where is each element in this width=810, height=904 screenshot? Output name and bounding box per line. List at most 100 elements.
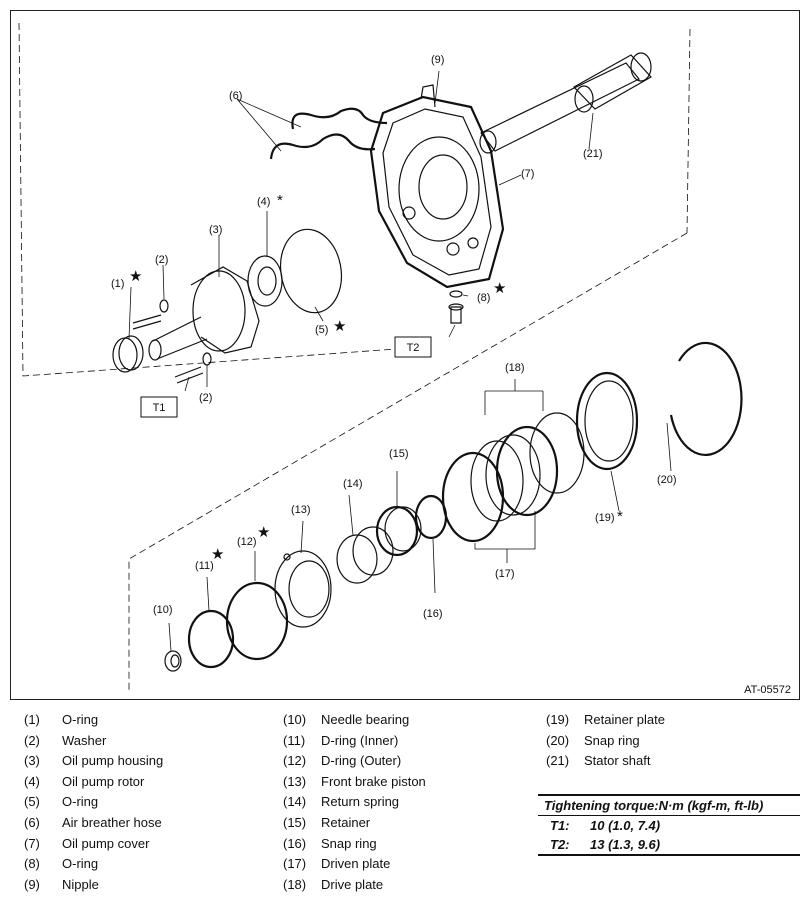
legend-item-name: Front brake piston [321, 773, 426, 789]
svg-text:T2: T2 [407, 342, 420, 354]
legend-item: (16) Snap ring [283, 836, 426, 857]
legend-item: (14)Return spring [283, 794, 426, 815]
stator-shaft [479, 52, 652, 154]
legend-item-number: (15) [283, 814, 307, 830]
callout-6: (6) [229, 90, 242, 102]
svg-text:T1: T1 [153, 402, 166, 414]
torque-table-title: Tightening torque:N·m (kgf-m, ft-lb) [538, 794, 800, 816]
front-brake-piston [274, 550, 332, 628]
return-spring [336, 526, 394, 584]
legend-item-name: Retainer plate [584, 712, 665, 727]
callout-7: (7) [521, 168, 534, 180]
callout-2-upper: (2) [155, 254, 168, 266]
legend-item: (2)Washer [24, 733, 163, 754]
legend-item-number: (13) [283, 773, 307, 789]
bolt-t2 [448, 303, 464, 324]
legend-item-number: (5) [24, 794, 40, 810]
exploded-view-figure: T1 T2 (6) (9) (21) (7) (4) * (3) (2) (1)… [10, 10, 800, 700]
legend-column-2: (10) Needle bearing (11)D-ring (Inner)(12)… [283, 712, 426, 897]
retainer-plate [575, 371, 639, 471]
asterisk-mark-4: * [277, 192, 283, 209]
callout-20: (20) [657, 474, 677, 486]
legend-item-number: (2) [24, 732, 40, 748]
bolt-t1 [132, 314, 204, 384]
legend-item-name: Oil pump cover [62, 835, 150, 851]
legend-item-name: O-ring [62, 856, 99, 872]
legend-item-number: (8) [24, 856, 40, 872]
legend-item-name: D-ring (Outer) [321, 753, 402, 769]
callout-18: (18) [505, 362, 525, 374]
assembly-outline [18, 22, 691, 691]
callout-21: (21) [583, 148, 603, 160]
callout-4: (4) [257, 196, 270, 208]
legend-item: (9)Nipple [24, 877, 163, 898]
callout-16: (16) [423, 608, 443, 620]
legend-item-name: Nipple [62, 876, 99, 892]
legend-item-number: (10) [283, 712, 307, 727]
legend-item-number: (3) [24, 753, 40, 769]
washer-upper [159, 299, 169, 313]
legend-item-number: (18) [283, 876, 307, 892]
o-ring-5 [279, 228, 343, 314]
legend-item-number: (19) [546, 712, 570, 727]
legend-item-number: (16) [283, 835, 307, 851]
legend-item-number: (12) [283, 753, 307, 769]
torque-row-t2: T2: 13 (1.3, 9.6) [538, 835, 800, 856]
callout-8: (8) [477, 292, 490, 304]
legend-item: (4)Oil pump rotor [24, 774, 163, 795]
legend-item-name: Oil pump housing [62, 753, 164, 769]
callout-9: (9) [431, 54, 444, 66]
o-ring-8 [449, 290, 463, 298]
star-mark-11: ★ [211, 546, 224, 563]
legend-item: (6)Air breather hose [24, 815, 163, 836]
legend-item-name: Air breather hose [62, 814, 162, 830]
callout-12: (12) [237, 536, 257, 548]
torque-key: T2: [550, 837, 570, 852]
legend-item-name: Stator shaft [584, 753, 651, 769]
legend-item-name: Snap ring [321, 835, 377, 851]
asterisk-mark-19: * [617, 508, 623, 525]
leader-lines [128, 70, 672, 652]
torque-row-t1: T1: 10 (1.0, 7.4) [538, 816, 800, 835]
legend-item-name: Retainer [321, 814, 371, 830]
torque-tag-t2: T2 [394, 336, 432, 358]
legend-item-number: (21) [546, 753, 570, 769]
legend-item: (11)D-ring (Inner) [283, 733, 426, 754]
d-ring-outer [225, 581, 289, 661]
legend-item-number: (20) [546, 732, 570, 748]
torque-value: 13 (1.3, 9.6) [590, 837, 661, 852]
driven-plate [441, 425, 559, 543]
star-mark-5: ★ [333, 318, 346, 335]
legend-item: (3) Oil pump housing [24, 753, 163, 774]
callout-1: (1) [111, 278, 124, 290]
legend-item: (17)Driven plate [283, 856, 426, 877]
legend-item: (15) Retainer [283, 815, 426, 836]
oil-pump-rotor [247, 255, 283, 307]
legend-item: (8) O-ring [24, 856, 163, 877]
d-ring-inner [187, 609, 235, 669]
star-mark-1: ★ [129, 268, 142, 285]
callout-15: (15) [389, 448, 409, 460]
exploded-view-drawing: T1 T2 (6) (9) (21) (7) (4) * (3) (2) (1)… [18, 22, 743, 691]
legend-item-name: D-ring (Inner) [321, 732, 399, 748]
oil-pump-housing [148, 266, 260, 361]
callout-14: (14) [343, 478, 363, 490]
legend-item-name: O-ring [62, 794, 99, 810]
legend-column-3: (19)Retainer plate(20)Snap ring(21)Stato… [546, 712, 665, 774]
callout-2-lower: (2) [199, 392, 212, 404]
legend-item-name: Drive plate [321, 876, 384, 892]
star-mark-8: ★ [493, 280, 506, 297]
legend-item-number: (17) [283, 856, 307, 872]
callout-5: (5) [315, 324, 328, 336]
legend-item-number: (7) [24, 835, 40, 851]
callout-19: (19) [595, 512, 615, 524]
legend-column-1: (1)O-ring(2)Washer(3)Oil pump housing(4)… [24, 712, 163, 897]
torque-value: 10 (1.0, 7.4) [590, 818, 661, 833]
legend-item: (10) Needle bearing [283, 712, 426, 733]
legend-item: (18) Drive plate [283, 877, 426, 898]
legend-item-name: Needle bearing [321, 712, 410, 727]
legend-item: (13) Front brake piston [283, 774, 426, 795]
legend-item: (7) Oil pump cover [24, 836, 163, 857]
torque-key: T1: [550, 818, 570, 833]
callout-11: (11) [195, 560, 214, 572]
